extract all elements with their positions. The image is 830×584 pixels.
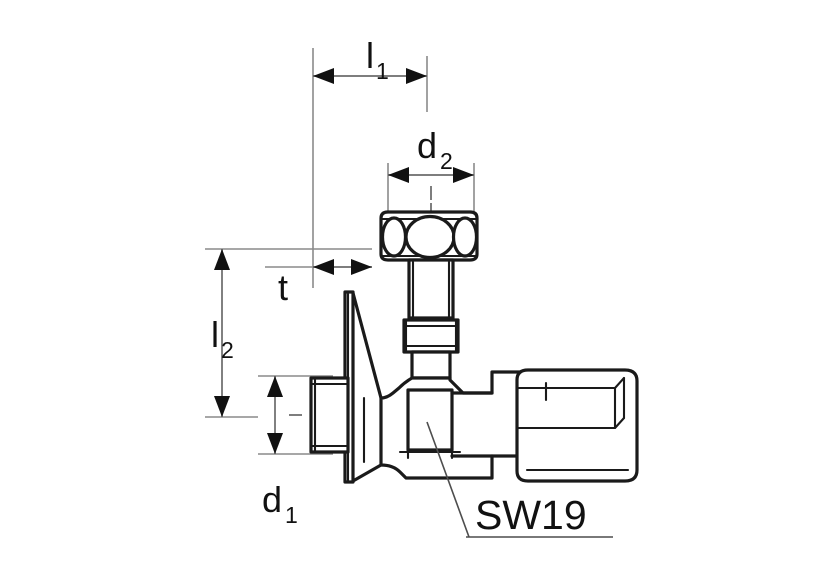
- outlet-coupling-nut: [515, 368, 639, 483]
- valve-stem-upper: [407, 258, 455, 320]
- packing-gland-nut: [402, 318, 460, 354]
- dim-arrow-l2-bottom: [214, 396, 230, 417]
- dim-label-d1-subscript: 1: [285, 502, 298, 528]
- extension-lines: [205, 48, 475, 455]
- dim-label-t: t: [278, 267, 288, 308]
- dim-arrow-d1-top: [267, 376, 283, 397]
- sw19-leader-line: [426, 421, 470, 538]
- inlet-threaded-nipple: [309, 376, 350, 454]
- dimension-lines: [214, 68, 474, 454]
- dim-label-l1: l: [366, 35, 374, 76]
- dim-arrow-t-left: [313, 259, 334, 275]
- dim-label-d1: d: [262, 479, 282, 520]
- dim-arrow-l1-right: [406, 68, 427, 84]
- dim-label-l2: l: [211, 314, 219, 355]
- dim-arrow-d2-left: [388, 167, 409, 183]
- dim-arrow-t-right: [351, 259, 372, 275]
- dim-arrow-l1-left: [313, 68, 334, 84]
- hexagon-wrench-flat: [406, 388, 454, 452]
- dimension-labels: l 1 d 2 t l 2 d 1: [211, 35, 453, 528]
- annotation-sw19: SW19: [426, 421, 613, 538]
- dim-label-l1-subscript: 1: [376, 58, 389, 84]
- escutcheon-cone-lower: [351, 463, 383, 483]
- dim-label-l2-subscript: 2: [221, 337, 234, 363]
- handwheel-left-aperture: [380, 216, 408, 258]
- dim-arrow-d1-bottom: [267, 433, 283, 454]
- valve-stem-neck: [410, 350, 452, 380]
- sw19-label: SW19: [475, 492, 587, 538]
- escutcheon-cone-upper: [351, 291, 383, 400]
- valve-geometry: [309, 210, 639, 484]
- dim-label-d2: d: [417, 125, 437, 166]
- handwheel-centre-aperture: [404, 214, 456, 260]
- dim-label-d2-subscript: 2: [440, 148, 453, 174]
- handwheel-right-aperture: [451, 216, 479, 258]
- dim-arrow-d2-right: [453, 167, 474, 183]
- dim-arrow-l2-top: [214, 249, 230, 270]
